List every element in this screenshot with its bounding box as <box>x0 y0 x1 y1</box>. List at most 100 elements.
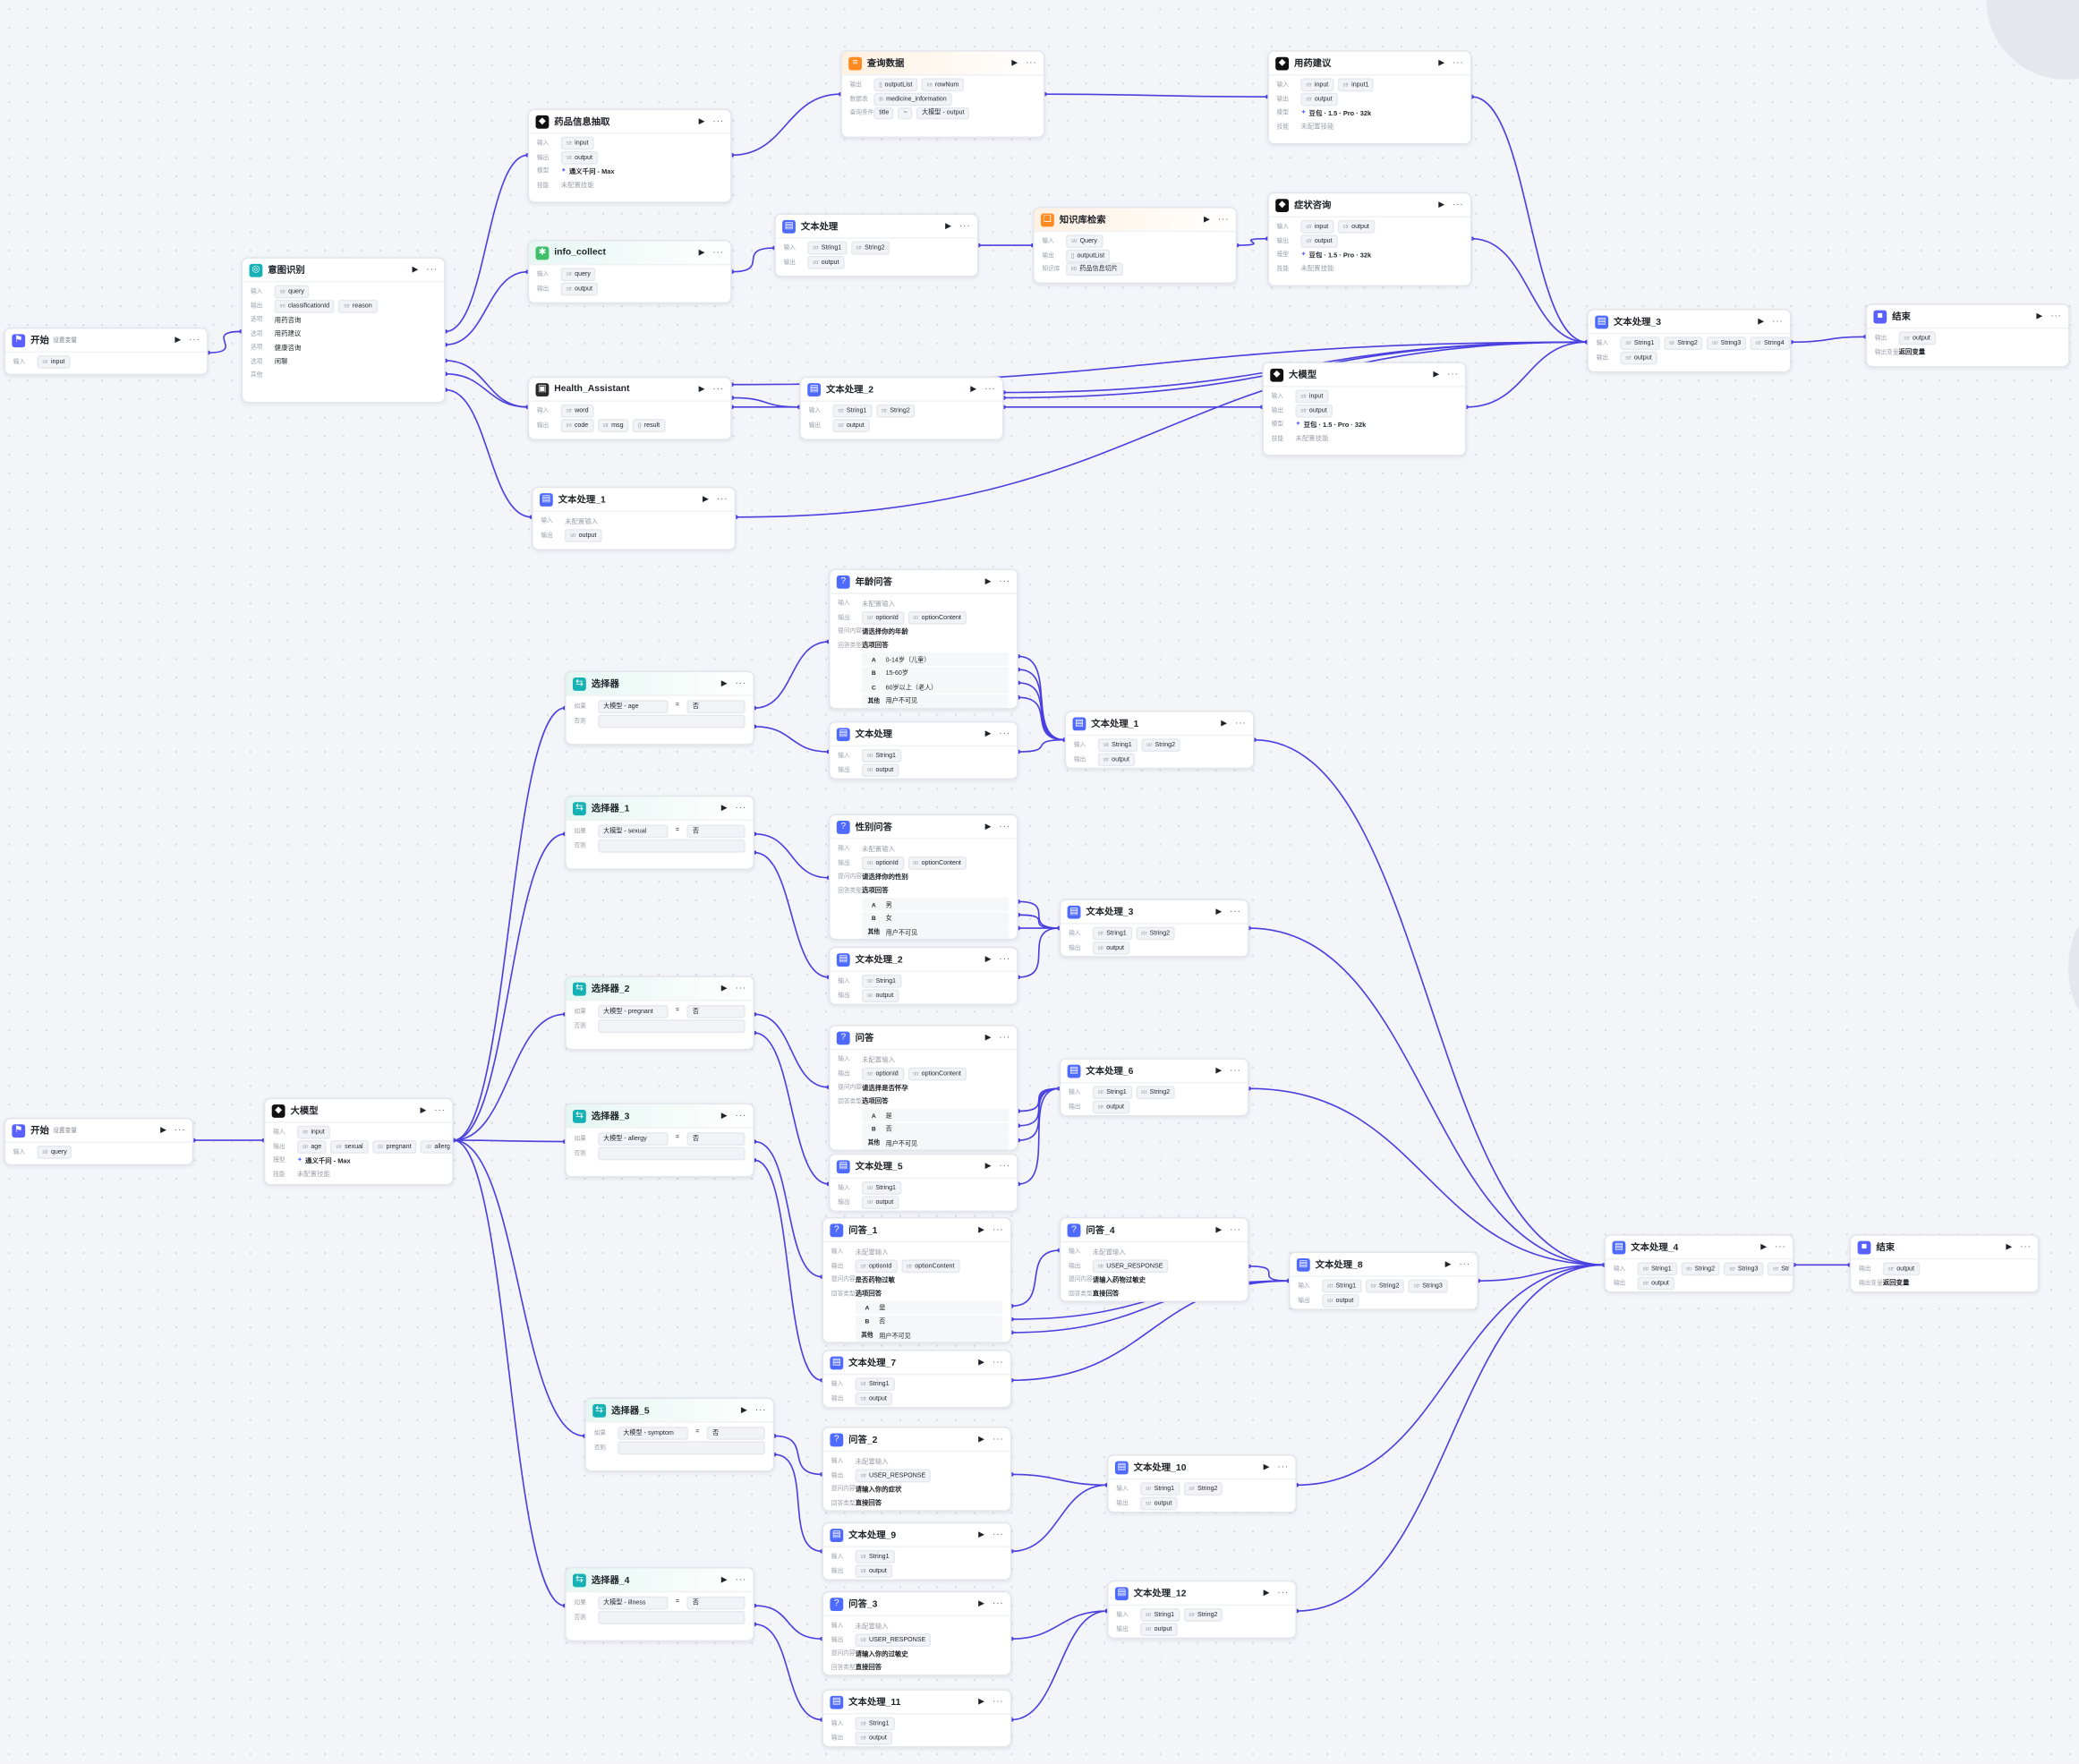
more-options-icon[interactable]: ··· <box>999 1161 1010 1172</box>
more-options-icon[interactable]: ··· <box>999 822 1010 831</box>
run-node-icon[interactable]: ▶ <box>978 1600 985 1609</box>
more-options-icon[interactable]: ··· <box>434 1105 446 1115</box>
run-node-icon[interactable]: ▶ <box>978 1698 985 1707</box>
run-node-icon[interactable]: ▶ <box>703 496 709 504</box>
run-node-icon[interactable]: ▶ <box>1263 1463 1270 1472</box>
more-options-icon[interactable]: ··· <box>1447 370 1459 379</box>
run-node-icon[interactable]: ▶ <box>970 386 977 395</box>
run-node-icon[interactable]: ▶ <box>978 1359 985 1368</box>
more-options-icon[interactable]: ··· <box>754 1405 767 1415</box>
more-options-icon[interactable]: ··· <box>999 1033 1010 1043</box>
more-options-icon[interactable]: ··· <box>735 678 747 688</box>
run-node-icon[interactable]: ▶ <box>984 823 992 831</box>
workflow-node-sel5[interactable]: ⇆选择器_5▶···如果大模型 - symptom=否否则 <box>584 1397 775 1472</box>
more-options-icon[interactable]: ··· <box>1772 317 1784 327</box>
more-options-icon[interactable]: ··· <box>1235 718 1247 729</box>
more-options-icon[interactable]: ··· <box>2020 1242 2032 1252</box>
run-node-icon[interactable]: ▶ <box>978 1436 985 1444</box>
workflow-node-sel0[interactable]: ⇆选择器▶···如果大模型 - age=否否则 <box>565 670 754 746</box>
workflow-node-sel4[interactable]: ⇆选择器_4▶···如果大模型 - illness=否否则 <box>565 1567 754 1642</box>
workflow-node-sel2[interactable]: ⇆选择器_2▶···如果大模型 - pregnant=否否则 <box>565 976 754 1051</box>
run-node-icon[interactable]: ▶ <box>1215 1067 1223 1076</box>
more-options-icon[interactable]: ··· <box>1230 1224 1241 1235</box>
run-node-icon[interactable]: ▶ <box>984 956 992 965</box>
run-node-icon[interactable]: ▶ <box>1263 1589 1270 1598</box>
run-node-icon[interactable]: ▶ <box>720 805 728 814</box>
run-node-icon[interactable]: ▶ <box>720 1576 728 1585</box>
more-options-icon[interactable]: ··· <box>735 803 747 814</box>
more-options-icon[interactable]: ··· <box>999 954 1010 965</box>
run-node-icon[interactable]: ▶ <box>945 222 951 231</box>
more-options-icon[interactable]: ··· <box>712 384 724 395</box>
run-node-icon[interactable]: ▶ <box>984 1034 992 1043</box>
more-options-icon[interactable]: ··· <box>426 265 438 275</box>
more-options-icon[interactable]: ··· <box>1230 1066 1241 1076</box>
run-node-icon[interactable]: ▶ <box>720 984 728 993</box>
run-node-icon[interactable]: ▶ <box>1215 1226 1223 1235</box>
run-node-icon[interactable]: ▶ <box>698 386 705 395</box>
more-options-icon[interactable]: ··· <box>992 1530 1004 1540</box>
more-options-icon[interactable]: ··· <box>735 984 747 993</box>
more-options-icon[interactable]: ··· <box>1459 1259 1470 1269</box>
run-node-icon[interactable]: ▶ <box>420 1107 427 1115</box>
run-node-icon[interactable]: ▶ <box>984 1163 992 1172</box>
more-options-icon[interactable]: ··· <box>1230 907 1241 916</box>
run-node-icon[interactable]: ▶ <box>1760 1243 1768 1252</box>
more-options-icon[interactable]: ··· <box>712 248 724 258</box>
more-options-icon[interactable]: ··· <box>735 1575 747 1585</box>
more-options-icon[interactable]: ··· <box>1025 58 1037 68</box>
more-options-icon[interactable]: ··· <box>1277 1588 1290 1598</box>
run-node-icon[interactable]: ▶ <box>1221 720 1228 729</box>
more-options-icon[interactable]: ··· <box>1217 215 1230 225</box>
more-options-icon[interactable]: ··· <box>174 1125 186 1136</box>
run-node-icon[interactable]: ▶ <box>1433 371 1440 379</box>
run-node-icon[interactable]: ▶ <box>412 266 419 275</box>
run-node-icon[interactable]: ▶ <box>720 1112 728 1121</box>
run-node-icon[interactable]: ▶ <box>1438 59 1445 68</box>
run-node-icon[interactable]: ▶ <box>160 1127 166 1136</box>
more-options-icon[interactable]: ··· <box>1277 1462 1290 1472</box>
run-node-icon[interactable]: ▶ <box>978 1531 985 1540</box>
run-node-icon[interactable]: ▶ <box>175 337 182 345</box>
run-node-icon[interactable]: ▶ <box>720 680 728 688</box>
more-options-icon[interactable]: ··· <box>1774 1242 1786 1252</box>
run-node-icon[interactable]: ▶ <box>1444 1260 1452 1269</box>
run-node-icon[interactable]: ▶ <box>984 577 992 586</box>
run-node-icon[interactable]: ▶ <box>698 117 705 126</box>
run-node-icon[interactable]: ▶ <box>978 1226 985 1235</box>
run-node-icon[interactable]: ▶ <box>984 730 992 739</box>
run-node-icon[interactable]: ▶ <box>740 1406 747 1415</box>
more-options-icon[interactable]: ··· <box>992 1697 1004 1707</box>
more-options-icon[interactable]: ··· <box>1452 200 1464 210</box>
